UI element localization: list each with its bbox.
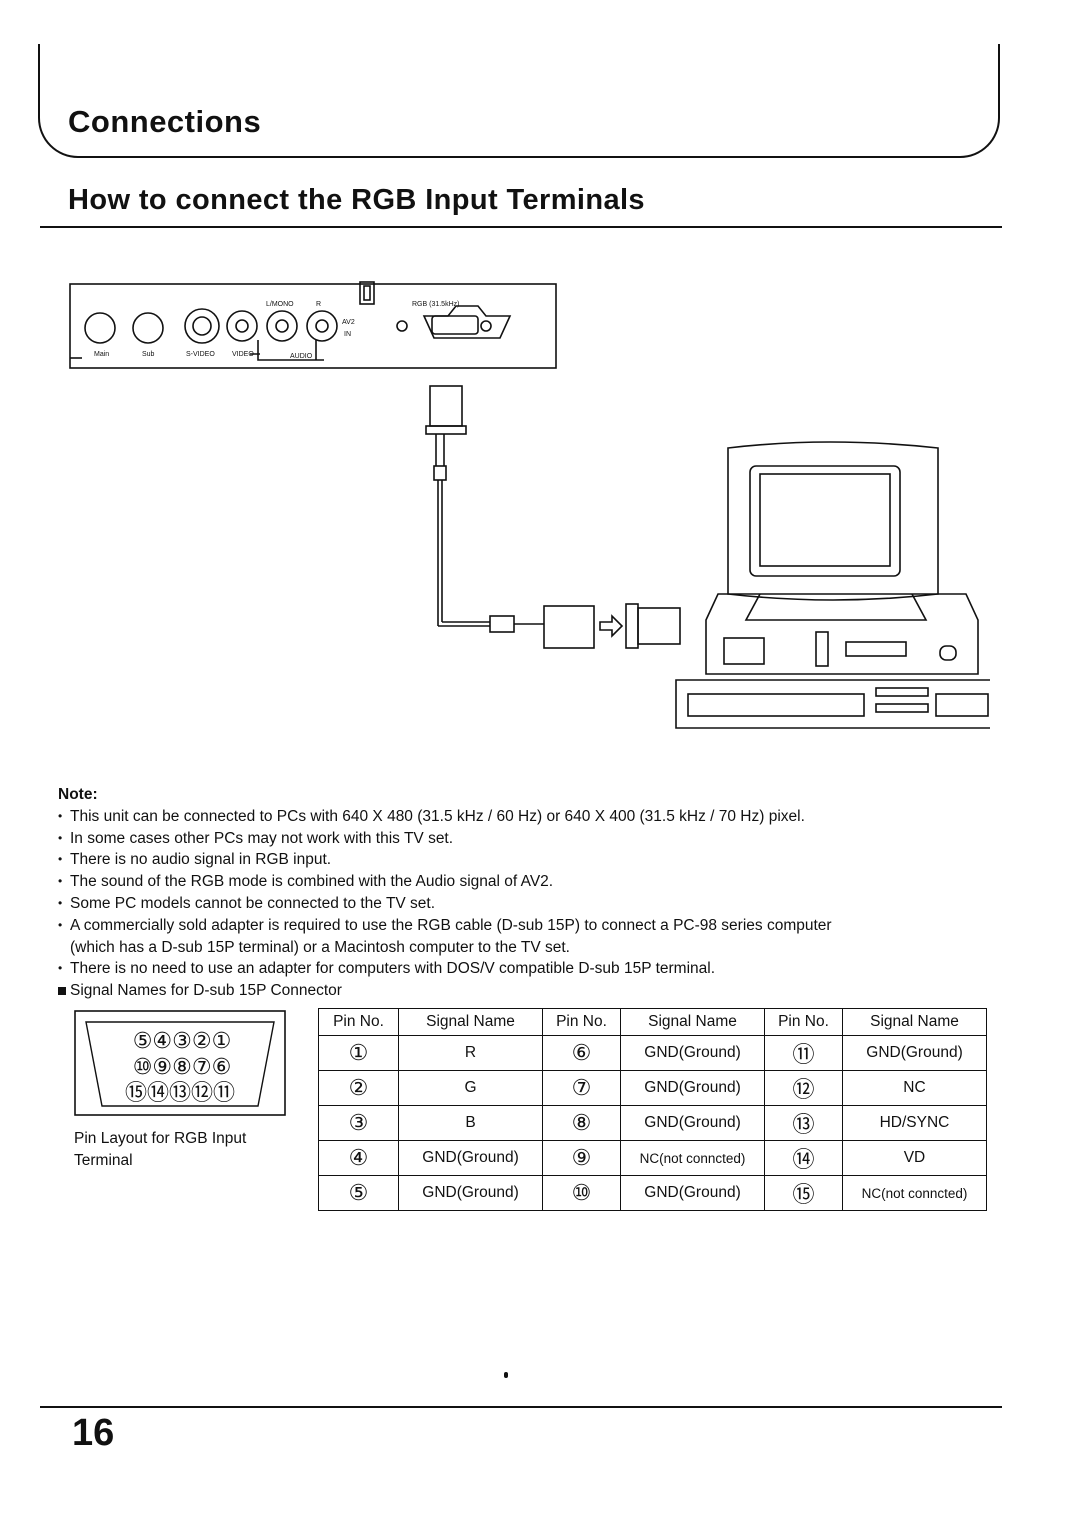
pin-number: ⑤ [318, 1175, 399, 1211]
label-lmono: L/MONO [266, 301, 294, 308]
label-audio: AUDIO [290, 353, 313, 360]
cable-plug-bottom [543, 605, 595, 649]
audio-l-jack [266, 310, 298, 342]
label-r: R [316, 301, 321, 308]
table-row: ⑤ GND(Ground) ⑩ GND(Ground) ⑮ NC(not con… [318, 1175, 987, 1211]
label-in: IN [344, 331, 351, 338]
rgb-input-terminal [422, 305, 512, 339]
pin-number: ⑮ [764, 1175, 843, 1211]
signal-name: NC [842, 1070, 987, 1106]
pin-number: ④ [318, 1140, 399, 1176]
main-speaker-jack [84, 312, 116, 344]
pin-number: ⑨ [542, 1140, 621, 1176]
note-item: A commercially sold adapter is required … [58, 915, 870, 959]
signal-name: HD/SYNC [842, 1105, 987, 1141]
label-svideo: S-VIDEO [186, 351, 215, 358]
note-item: There is no need to use an adapter for c… [58, 958, 1018, 980]
signal-names-heading: Signal Names for D-sub 15P Connector [58, 980, 1018, 1002]
note-item: There is no audio signal in RGB input. [58, 849, 1018, 871]
pin-layout-caption: Pin Layout for RGB Input Terminal [74, 1130, 247, 1169]
rgb-cable [425, 385, 681, 649]
table-row: ④ GND(Ground) ⑨ NC(not conncted) ⑭ VD [318, 1140, 987, 1176]
signal-name: NC(not conncted) [620, 1140, 765, 1176]
pin-row-2: ⑩⑨⑧⑦⑥ [133, 1055, 232, 1080]
label-video: VIDEO [232, 351, 254, 358]
note-list: This unit can be connected to PCs with 6… [58, 806, 1018, 1002]
pin-number: ⑩ [542, 1175, 621, 1211]
pin-number: ③ [318, 1105, 399, 1141]
pin-number: ⑭ [764, 1140, 843, 1176]
subtitle-underline [40, 226, 1002, 228]
signal-name: GND(Ground) [842, 1035, 987, 1071]
label-av2: AV2 [342, 319, 355, 326]
switch [359, 281, 375, 305]
system-unit [705, 593, 979, 675]
header-pin-no: Pin No. [542, 1008, 621, 1036]
header-pin-no: Pin No. [318, 1008, 399, 1036]
table-row: ② G ⑦ GND(Ground) ⑫ NC [318, 1070, 987, 1106]
tv-rear-panel [69, 281, 557, 369]
page-number: 16 [72, 1412, 115, 1454]
arrow-icon [599, 614, 624, 638]
label-rgb: RGB (31.5kHz) [412, 301, 459, 308]
signal-name: GND(Ground) [620, 1035, 765, 1071]
table-row: ① R ⑥ GND(Ground) ⑪ GND(Ground) [318, 1035, 987, 1071]
pin-number: ② [318, 1070, 399, 1106]
connection-diagram: L/MONO R RGB (31.5kHz) AV2 IN Main Sub S… [69, 281, 990, 729]
header-signal-name: Signal Name [398, 1008, 543, 1036]
notes-section: Note: This unit can be connected to PCs … [58, 784, 1018, 1002]
sub-speaker-jack [132, 312, 164, 344]
note-item: This unit can be connected to PCs with 6… [58, 806, 1018, 828]
svideo-jack [184, 308, 220, 344]
pin-number: ⑬ [764, 1105, 843, 1141]
page-subtitle: How to connect the RGB Input Terminals [68, 184, 645, 216]
header-pin-no: Pin No. [764, 1008, 843, 1036]
signal-name: GND(Ground) [398, 1175, 543, 1211]
signal-name: GND(Ground) [620, 1070, 765, 1106]
label-sub: Sub [142, 351, 155, 358]
video-jack [226, 310, 258, 342]
signal-name: G [398, 1070, 543, 1106]
signal-name: NC(not conncted) [842, 1175, 987, 1211]
note-item: The sound of the RGB mode is combined wi… [58, 871, 1018, 893]
pin-number: ⑥ [542, 1035, 621, 1071]
note-item: Some PC models cannot be connected to th… [58, 893, 1018, 915]
label-main: Main [94, 351, 109, 358]
signal-name: GND(Ground) [620, 1105, 765, 1141]
stray-mark [504, 1372, 508, 1378]
pin-row-3: ⑮⑭⑬⑫⑪ [125, 1081, 235, 1106]
table-row: ③ B ⑧ GND(Ground) ⑬ HD/SYNC [318, 1105, 987, 1141]
signal-name: GND(Ground) [398, 1140, 543, 1176]
header-signal-name: Signal Name [842, 1008, 987, 1036]
pin-row-1: ⑤④③②① [133, 1029, 232, 1054]
footer-rule [40, 1406, 1002, 1408]
pin-number: ⑪ [764, 1035, 843, 1071]
keyboard [675, 679, 990, 729]
signal-name: VD [842, 1140, 987, 1176]
header-frame [38, 44, 1000, 158]
computer-illustration [675, 441, 990, 729]
pin-number: ⑧ [542, 1105, 621, 1141]
monitor-stand [744, 593, 928, 621]
pin-number: ⑫ [764, 1070, 843, 1106]
signal-name: GND(Ground) [620, 1175, 765, 1211]
header-signal-name: Signal Name [620, 1008, 765, 1036]
note-heading: Note: [58, 786, 98, 803]
signal-name: B [398, 1105, 543, 1141]
signal-name: R [398, 1035, 543, 1071]
section-title: Connections [68, 104, 262, 139]
cable-plug-top [429, 385, 463, 427]
signal-table: Pin No. Signal Name Pin No. Signal Name … [318, 1008, 987, 1211]
note-item: In some cases other PCs may not work wit… [58, 828, 1018, 850]
pin-number: ① [318, 1035, 399, 1071]
audio-r-jack [306, 310, 338, 342]
adapter [637, 607, 681, 645]
table-header-row: Pin No. Signal Name Pin No. Signal Name … [318, 1008, 987, 1036]
pin-layout-diagram: ⑤④③②① ⑩⑨⑧⑦⑥ ⑮⑭⑬⑫⑪ [74, 1010, 286, 1116]
pin-number: ⑦ [542, 1070, 621, 1106]
